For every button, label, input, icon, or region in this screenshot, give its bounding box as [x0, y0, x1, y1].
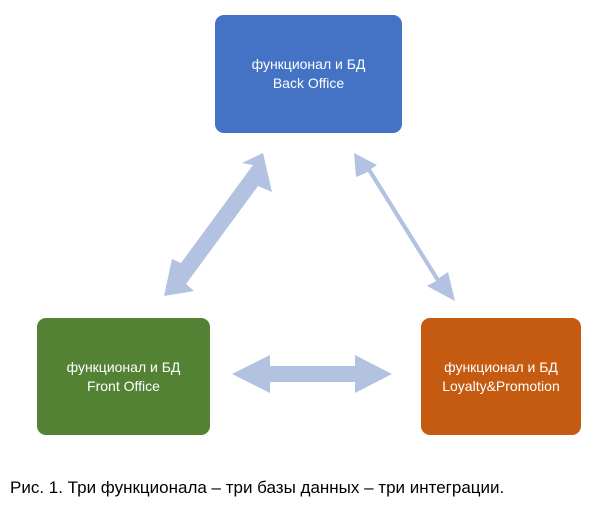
node-loyalty-line1: функционал и БД — [444, 359, 558, 375]
node-back-office-line2: Back Office — [273, 75, 345, 91]
node-front-office: функционал и БД Front Office — [37, 318, 210, 435]
figure-caption: Рис. 1. Три функционала – три базы данны… — [10, 478, 505, 497]
node-front-office-line1: функционал и БД — [67, 359, 181, 375]
node-loyalty-box — [421, 318, 581, 435]
node-back-office-line1: функционал и БД — [252, 56, 366, 72]
node-front-office-line2: Front Office — [87, 378, 160, 394]
node-back-office: функционал и БД Back Office — [215, 15, 402, 133]
arrow-back-office-loyalty — [354, 153, 455, 301]
node-front-office-box — [37, 318, 210, 435]
node-loyalty: функционал и БД Loyalty&Promotion — [421, 318, 581, 435]
node-back-office-box — [215, 15, 402, 133]
arrow-back-office-front-office — [164, 153, 272, 296]
node-loyalty-line2: Loyalty&Promotion — [442, 378, 560, 394]
arrow-front-office-loyalty — [232, 355, 392, 393]
